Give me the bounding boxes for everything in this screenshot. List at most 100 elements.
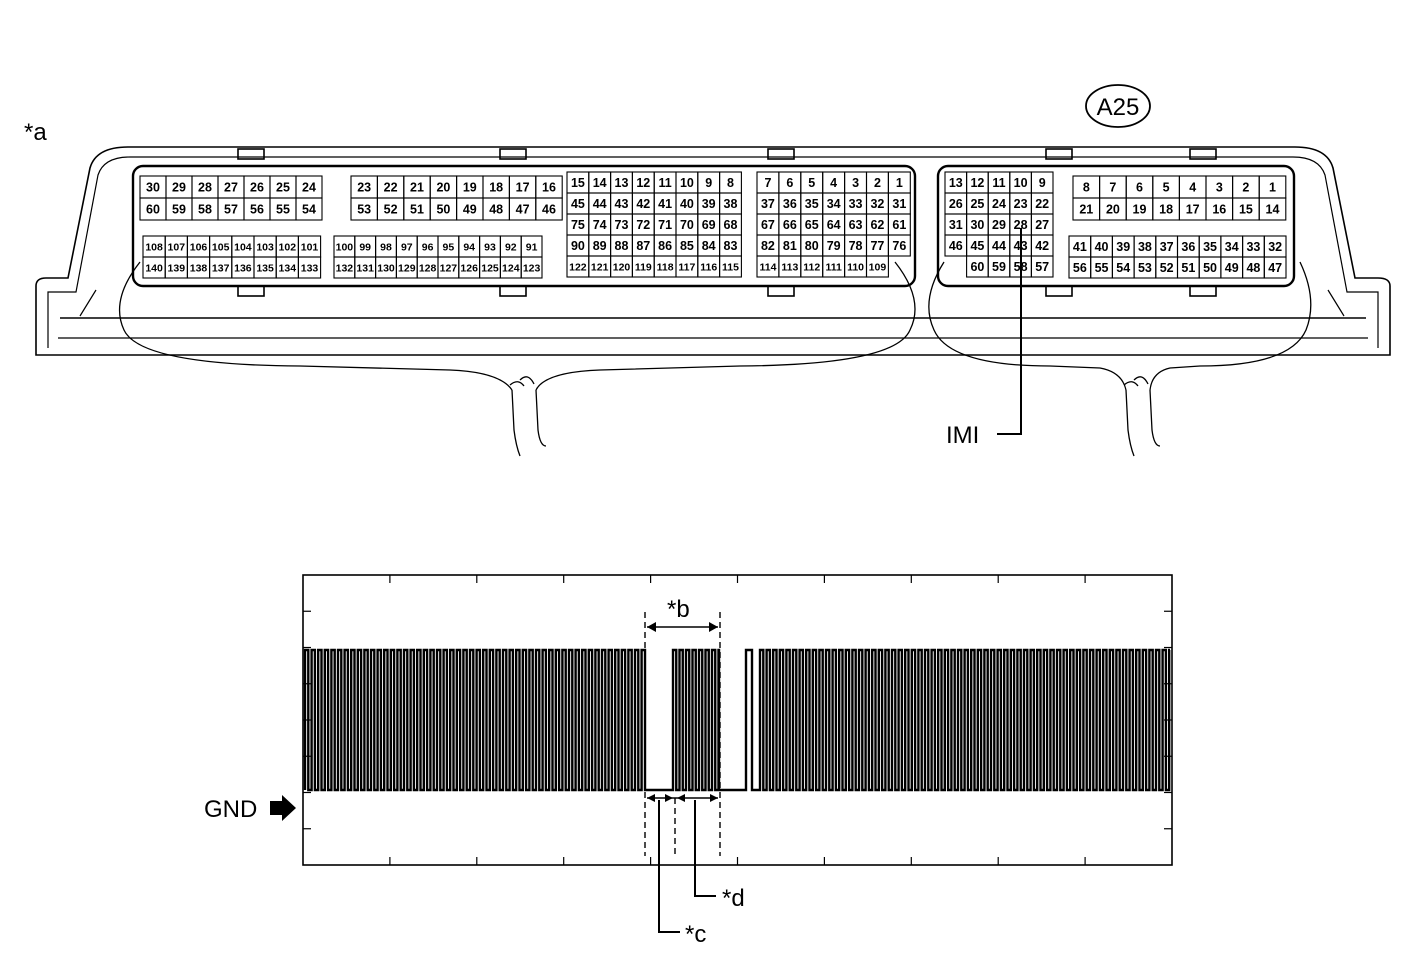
pin-number: 25 — [276, 181, 290, 195]
label-a: *a — [24, 119, 47, 146]
label-b: *b — [667, 596, 690, 623]
pin-number: 79 — [827, 239, 841, 253]
pin-number: 112 — [803, 261, 820, 273]
pin-number: 24 — [302, 181, 316, 195]
pin-cell — [295, 197, 323, 221]
pin-number: 103 — [256, 241, 274, 253]
pin-number: 104 — [234, 241, 252, 253]
pin-number: 105 — [212, 241, 230, 253]
pin-number: 7 — [764, 176, 771, 190]
pin-cell — [535, 197, 563, 221]
pin-number: 15 — [1239, 203, 1253, 217]
pin-number: 28 — [198, 181, 212, 195]
pin-number: 51 — [410, 203, 424, 217]
pin-number: 14 — [1266, 203, 1280, 217]
pin-number: 10 — [680, 176, 694, 190]
pin-number: 72 — [636, 218, 650, 232]
pin-number: 133 — [301, 262, 319, 274]
pin-number: 16 — [1212, 203, 1226, 217]
leader-d — [694, 800, 716, 897]
pin-number: 11 — [658, 176, 671, 190]
pin-number: 38 — [1138, 240, 1152, 254]
pin-number: 66 — [783, 218, 797, 232]
pin-number: 97 — [401, 241, 413, 253]
pin-number: 89 — [593, 239, 607, 253]
pin-number: 56 — [1073, 261, 1087, 275]
pin-number: 25 — [970, 197, 984, 211]
pin-number: 70 — [680, 218, 694, 232]
pin-number: 123 — [523, 262, 541, 274]
wire-harness — [118, 261, 1312, 457]
pin-number: 27 — [224, 181, 238, 195]
pin-cell — [719, 255, 742, 278]
pin-number: 9 — [705, 176, 712, 190]
pin-cell — [1030, 255, 1054, 278]
timing-markers — [644, 612, 721, 856]
waveform-trace — [303, 648, 1171, 792]
left-connector-frame — [131, 164, 917, 288]
pin-cell — [865, 255, 889, 278]
pin-number: 120 — [613, 261, 631, 273]
pin-number: 117 — [678, 261, 695, 273]
pin-number: 8 — [1083, 181, 1090, 195]
pin-number: 65 — [805, 218, 819, 232]
pin-number: 13 — [615, 176, 629, 190]
pin-number: 12 — [636, 176, 650, 190]
pin-number: 21 — [410, 181, 424, 195]
pin-number: 5 — [808, 176, 815, 190]
dimension-b — [647, 622, 718, 632]
pin-number: 38 — [724, 197, 738, 211]
pin-number: 76 — [892, 239, 906, 253]
pin-number: 24 — [992, 197, 1006, 211]
pin-number: 3 — [1216, 181, 1223, 195]
pin-number: 49 — [463, 203, 477, 217]
pin-number: 54 — [1116, 261, 1130, 275]
pin-number: 81 — [783, 239, 797, 253]
connector-id: A25 — [1097, 94, 1140, 121]
pin-number: 98 — [380, 241, 392, 253]
pin-number: 49 — [1225, 261, 1239, 275]
pin-number: 107 — [168, 241, 186, 253]
pin-number: 115 — [722, 261, 739, 273]
pin-number: 34 — [827, 197, 841, 211]
pin-number: 48 — [1246, 261, 1260, 275]
pin-number: 108 — [145, 241, 163, 253]
pin-number: 37 — [1160, 240, 1174, 254]
pin-number: 60 — [146, 203, 160, 217]
pin-number: 92 — [505, 241, 517, 253]
pin-cell — [1263, 256, 1287, 279]
pin-number: 16 — [542, 181, 556, 195]
pin-number: 59 — [172, 203, 186, 217]
pin-number: 19 — [1133, 203, 1147, 217]
pin-number: 23 — [1014, 197, 1028, 211]
pin-number: 47 — [516, 203, 530, 217]
pin-number: 39 — [1116, 240, 1130, 254]
pin-number: 36 — [1181, 240, 1195, 254]
pin-number: 18 — [1159, 203, 1173, 217]
pin-number: 2 — [874, 176, 881, 190]
pin-number: 132 — [336, 262, 354, 274]
pin-number: 68 — [724, 218, 738, 232]
pin-number: 67 — [761, 218, 775, 232]
dimension-c-d — [647, 794, 718, 802]
pin-number: 119 — [635, 261, 652, 273]
pin-number: 5 — [1163, 181, 1170, 195]
pin-number: 31 — [949, 218, 963, 232]
pin-number: 71 — [658, 218, 672, 232]
pin-number: 114 — [759, 261, 776, 273]
ecu-connector-housing — [35, 146, 1391, 356]
pin-number: 121 — [591, 261, 609, 273]
pin-number: 124 — [502, 262, 520, 274]
pin-number: 54 — [302, 203, 316, 217]
pin-number: 99 — [359, 241, 371, 253]
pin-number: 41 — [658, 197, 672, 211]
pin-number: 10 — [1014, 176, 1028, 190]
pin-number: 47 — [1268, 261, 1282, 275]
pin-number: 3 — [852, 176, 859, 190]
pin-number: 19 — [463, 181, 477, 195]
right-connector-frame — [936, 164, 1296, 288]
pin-number: 46 — [949, 239, 963, 253]
pin-number: 1 — [896, 176, 903, 190]
pin-number: 8 — [727, 176, 734, 190]
pin-number: 84 — [702, 239, 716, 253]
